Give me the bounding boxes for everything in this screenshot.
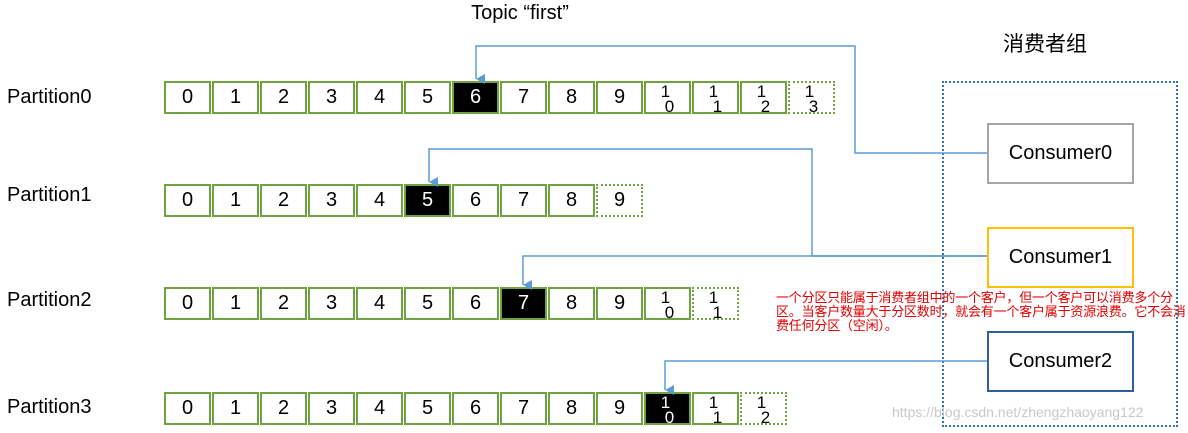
partition3-offset-cell: 7 [500,392,547,425]
partition0-offset-cell: 8 [548,81,595,114]
partition1-offset-cell: 2 [260,184,307,217]
partition1-offset-cell: 3 [308,184,355,217]
consumer0-box: Consumer0 [987,123,1134,184]
partition3-offset-cell: 8 [548,392,595,425]
partition3-label: Partition3 [7,396,92,418]
partition2-offset-cell: 1 [212,287,259,320]
partition3-offset-cell: 2 [260,392,307,425]
partition0-offset-cell: 1 [212,81,259,114]
partition1-offset-cell: 0 [164,184,211,217]
partition0-offset-cell: 7 [500,81,547,114]
partition2-offset-cell: 8 [548,287,595,320]
consumer1-label: Consumer1 [1008,246,1113,268]
partition3-offset-cell: 4 [356,392,403,425]
consumer1-box: Consumer1 [987,227,1134,288]
partition2-offset-cell: 5 [404,287,451,320]
partition1-offset-cell: 6 [452,184,499,217]
partition2-offset-cell: 6 [452,287,499,320]
partition2-label: Partition2 [7,289,92,311]
partition2-offset-cell: 3 [308,287,355,320]
partition2-offset-cell: 2 [260,287,307,320]
consumer2-label: Consumer2 [1008,350,1113,372]
partition2-offset-cell: 4 [356,287,403,320]
partition0-offset-cell: 5 [404,81,451,114]
partition0-offset-cell: 4 [356,81,403,114]
partition0-offset-cell: 9 [596,81,643,114]
partition1-offset-cell: 7 [500,184,547,217]
partition3-offset-cell: 1 [212,392,259,425]
partition1-offset-cell: 1 [212,184,259,217]
partition0-offset-cell: 3 [308,81,355,114]
partition2-offset-cell: 0 [164,287,211,320]
consumer2-box: Consumer2 [987,331,1134,392]
partition1-offset-cell: 9 [596,184,643,217]
partition2-offset-cell: 9 [596,287,643,320]
consumer0-label: Consumer0 [1008,142,1113,164]
partition1-label: Partition1 [7,184,92,206]
partition3-offset-cell: 3 [308,392,355,425]
watermark: https://blog.csdn.net/zhengzhaoyang122 [892,404,1144,420]
annotation-note: 一个分区只能属于消费者组中的一个客户，但一个客户可以消费多个分区。当客户数量大于… [776,291,1186,334]
consumer-group-box [942,81,1178,427]
connector-consumer2-partition3 [664,360,987,395]
partition3-offset-cell: 0 [164,392,211,425]
partition0-label: Partition0 [7,86,92,108]
partition1-offset-cell: 5 [404,184,451,217]
partition3-offset-cell: 6 [452,392,499,425]
partition3-offset-cell: 9 [596,392,643,425]
connector-consumer0-partition0 [475,45,987,154]
partition1-offset-cell: 8 [548,184,595,217]
topic-title: Topic “first” [471,2,569,24]
connector-consumer1-partition1 [428,148,987,257]
partition0-offset-cell: 6 [452,81,499,114]
partition0-offset-cell: 0 [164,81,211,114]
partition0-offset-cell: 2 [260,81,307,114]
partition3-offset-cell: 5 [404,392,451,425]
partition1-offset-cell: 4 [356,184,403,217]
consumer-group-title: 消费者组 [1003,32,1087,56]
connector-consumer1-partition2 [522,255,987,290]
